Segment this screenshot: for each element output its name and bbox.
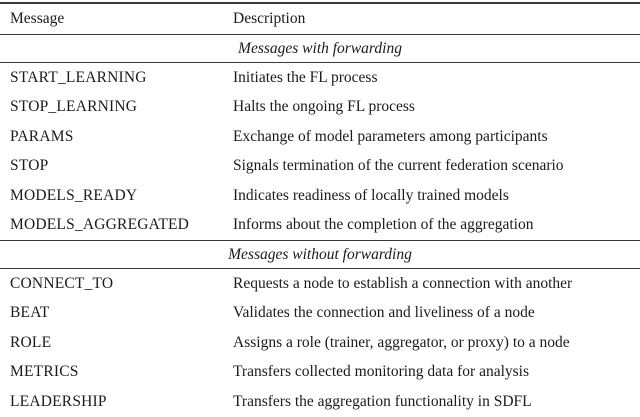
column-header-message: Message xyxy=(0,3,223,35)
message-cell: BEAT xyxy=(10,304,50,322)
description-cell: Validates the connection and liveliness … xyxy=(233,304,535,322)
description-cell: Transfers the aggregation functionality … xyxy=(233,392,532,410)
column-header-description: Description xyxy=(223,3,640,35)
description-cell: Halts the ongoing FL process xyxy=(233,98,415,116)
message-cell: STOP xyxy=(10,157,49,175)
table-row: START_LEARNING Initiates the FL process xyxy=(0,63,640,93)
message-cell: MODELS_AGGREGATED xyxy=(10,216,190,234)
table-row: ROLE Assigns a role (trainer, aggregator,… xyxy=(0,328,640,358)
message-cell: MODELS_READY xyxy=(10,186,138,204)
description-cell: Requests a node to establish a connectio… xyxy=(233,274,573,292)
table-row: STOP_LEARNING Halts the ongoing FL proces… xyxy=(0,93,640,123)
description-cell: Exchange of model parameters among parti… xyxy=(233,127,548,145)
message-cell: STOP_LEARNING xyxy=(10,98,138,116)
section-title: Messages with forwarding xyxy=(0,34,640,63)
message-cell: ROLE xyxy=(10,333,52,351)
section-header-row: Messages without forwarding xyxy=(0,240,640,269)
message-cell: PARAMS xyxy=(10,127,74,145)
description-cell: Assigns a role (trainer, aggregator, or … xyxy=(233,333,570,351)
table-row: MODELS_READY Indicates readiness of local… xyxy=(0,181,640,211)
section-header-row: Messages with forwarding xyxy=(0,34,640,63)
message-cell: START_LEARNING xyxy=(10,68,147,86)
section-title: Messages without forwarding xyxy=(0,240,640,269)
description-cell: Transfers collected monitoring data for … xyxy=(233,363,530,381)
message-cell: CONNECT_TO xyxy=(10,274,114,292)
table-row: CONNECT_TO Requests a node to establish a… xyxy=(0,269,640,299)
description-cell: Indicates readiness of locally trained m… xyxy=(233,186,509,204)
description-cell: Informs about the completion of the aggr… xyxy=(233,216,534,234)
description-cell: Signals termination of the current feder… xyxy=(233,157,564,175)
message-cell: METRICS xyxy=(10,363,79,381)
table-row: STOP Signals termination of the current f… xyxy=(0,152,640,182)
table-row: METRICS Transfers collected monitoring da… xyxy=(0,358,640,388)
table-header-row: Message Description xyxy=(0,3,640,35)
message-cell: LEADERSHIP xyxy=(10,392,107,410)
table-row: PARAMS Exchange of model parameters among… xyxy=(0,122,640,152)
table-row: BEAT Validates the connection and livelin… xyxy=(0,299,640,329)
description-cell: Initiates the FL process xyxy=(233,68,378,86)
table-row: MODELS_AGGREGATED Informs about the compl… xyxy=(0,211,640,241)
table-row: LEADERSHIP Transfers the aggregation func… xyxy=(0,387,640,417)
